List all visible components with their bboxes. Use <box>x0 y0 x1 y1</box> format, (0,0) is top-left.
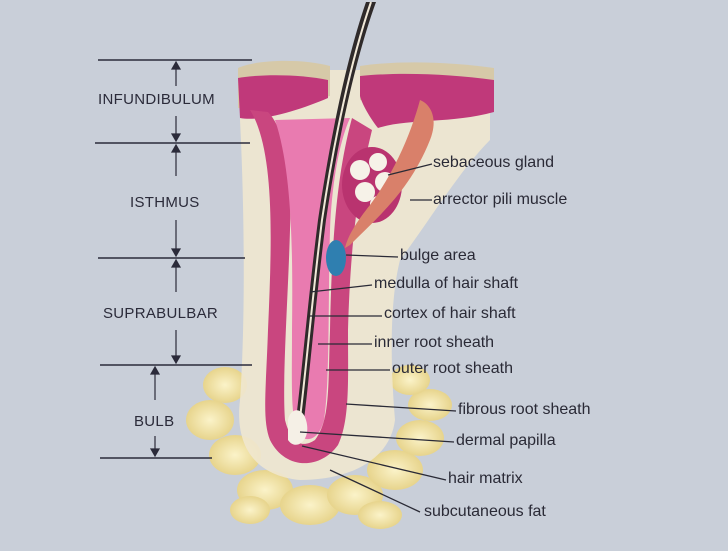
follicle-outer-sheath <box>250 110 372 464</box>
dermal-papilla-shape <box>288 410 308 445</box>
zone-label-isthmus: ISTHMUS <box>130 194 200 211</box>
label-cortex-of-hair-shaft: cortex of hair shaft <box>384 305 516 322</box>
zone-label-infundibulum: INFUNDIBULUM <box>98 91 215 108</box>
zone-arrows <box>149 60 182 458</box>
label-medulla-of-hair-shaft: medulla of hair shaft <box>374 275 519 292</box>
zone-dividers <box>95 59 252 459</box>
label-inner-root-sheath: inner root sheath <box>374 334 495 351</box>
bulge-area-shape <box>326 240 346 276</box>
label-outer-root-sheath: outer root sheath <box>392 360 513 377</box>
arrector-pili-shape <box>345 100 434 248</box>
subcutaneous-fat-region <box>186 365 452 529</box>
leader-lines <box>299 163 457 513</box>
label-dermal-papilla: dermal papilla <box>456 432 556 449</box>
label-sebaceous-gland: sebaceous gland <box>433 154 554 171</box>
label-bulge-area: bulge area <box>400 247 476 264</box>
zone-label-bulb: BULB <box>134 413 175 430</box>
label-arrector-pili-muscle: arrector pili muscle <box>433 191 568 208</box>
label-hair-matrix: hair matrix <box>448 470 523 487</box>
label-fibrous-root-sheath: fibrous root sheath <box>458 401 591 418</box>
zone-label-suprabulbar: SUPRABULBAR <box>103 305 219 322</box>
label-subcutaneous-fat: subcutaneous fat <box>424 503 546 520</box>
